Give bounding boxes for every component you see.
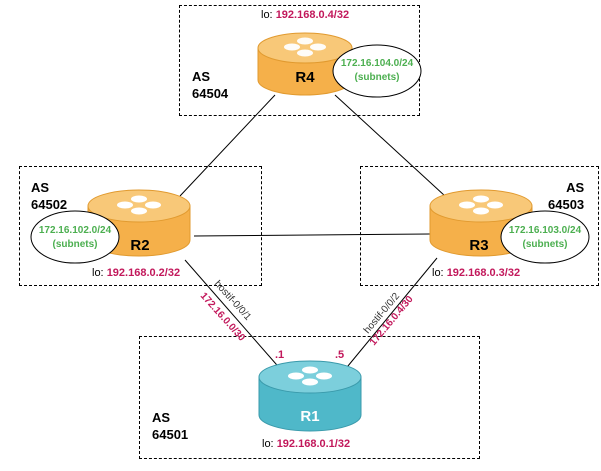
subnet-r3-note: (subnets): [523, 239, 568, 250]
router-r4-label: R4: [295, 69, 315, 86]
as-64501-box: [139, 336, 480, 459]
router-r4[interactable]: R4: [257, 32, 353, 96]
lo-r3-prefix: lo:: [432, 267, 444, 279]
as-64504-label-num: 64504: [192, 86, 229, 101]
as-64504-box: [179, 5, 420, 116]
as-64503-label: AS 64503: [548, 179, 584, 213]
link-r2-r3: [193, 233, 431, 237]
router-r1-label: R1: [300, 408, 319, 425]
as-64502-label-num: 64502: [31, 197, 68, 212]
as-64504-label-as: AS: [192, 69, 211, 84]
as-64503-label-num: 64503: [548, 197, 585, 212]
as-64502-label-as: AS: [31, 180, 50, 195]
as-64502-box: [19, 166, 262, 286]
lo-r4: lo: 192.168.0.4/32: [261, 9, 349, 21]
subnet-r4-prefix: 172.16.104.0/24: [341, 58, 414, 69]
lo-r3: lo: 192.168.0.3/32: [432, 267, 520, 279]
link-r4-r2: [179, 94, 276, 197]
lo-r1: lo: 192.168.0.1/32: [262, 438, 350, 450]
link-r2-r1-host: .1: [275, 349, 284, 361]
link-r3-r1-host: .5: [335, 349, 344, 361]
subnet-r4-note: (subnets): [355, 72, 400, 83]
link-r3-r1: [342, 257, 438, 373]
link-r4-r3: [334, 94, 446, 197]
as-64503-box: [360, 166, 599, 286]
subnet-r3-prefix: 172.16.103.0/24: [509, 225, 582, 236]
lo-r1-address: 192.168.0.1/32: [276, 438, 351, 450]
as-64501-label: AS 64501: [152, 409, 188, 443]
lo-r4-address: 192.168.0.4/32: [275, 9, 350, 21]
as-64503-label-as: AS: [566, 180, 585, 195]
as-64501-label-as: AS: [152, 410, 171, 425]
lo-r3-address: 192.168.0.3/32: [446, 267, 521, 279]
subnet-r4: 172.16.104.0/24 (subnets): [332, 44, 422, 98]
as-64502-label: AS 64502: [31, 179, 67, 213]
link-r2-r1-subnet: 172.16.0.0/30: [198, 291, 247, 344]
router-r2-label: R2: [130, 237, 149, 254]
subnet-r2-note: (subnets): [53, 239, 98, 250]
as-64501-label-num: 64501: [152, 427, 189, 442]
router-r1[interactable]: R1: [258, 360, 362, 432]
lo-r2-address: 192.168.0.2/32: [106, 267, 181, 279]
lo-r2: lo: 192.168.0.2/32: [92, 267, 180, 279]
link-r2-r1: [184, 259, 284, 373]
subnet-r2-prefix: 172.16.102.0/24: [39, 225, 112, 236]
lo-r1-prefix: lo:: [262, 438, 274, 450]
subnet-r3: 172.16.103.0/24 (subnets): [500, 210, 590, 264]
as-64504-label: AS 64504: [192, 68, 228, 102]
lo-r2-prefix: lo:: [92, 267, 104, 279]
router-r3-label: R3: [469, 237, 488, 254]
subnet-r2: 172.16.102.0/24 (subnets): [30, 210, 120, 264]
lo-r4-prefix: lo:: [261, 9, 273, 21]
